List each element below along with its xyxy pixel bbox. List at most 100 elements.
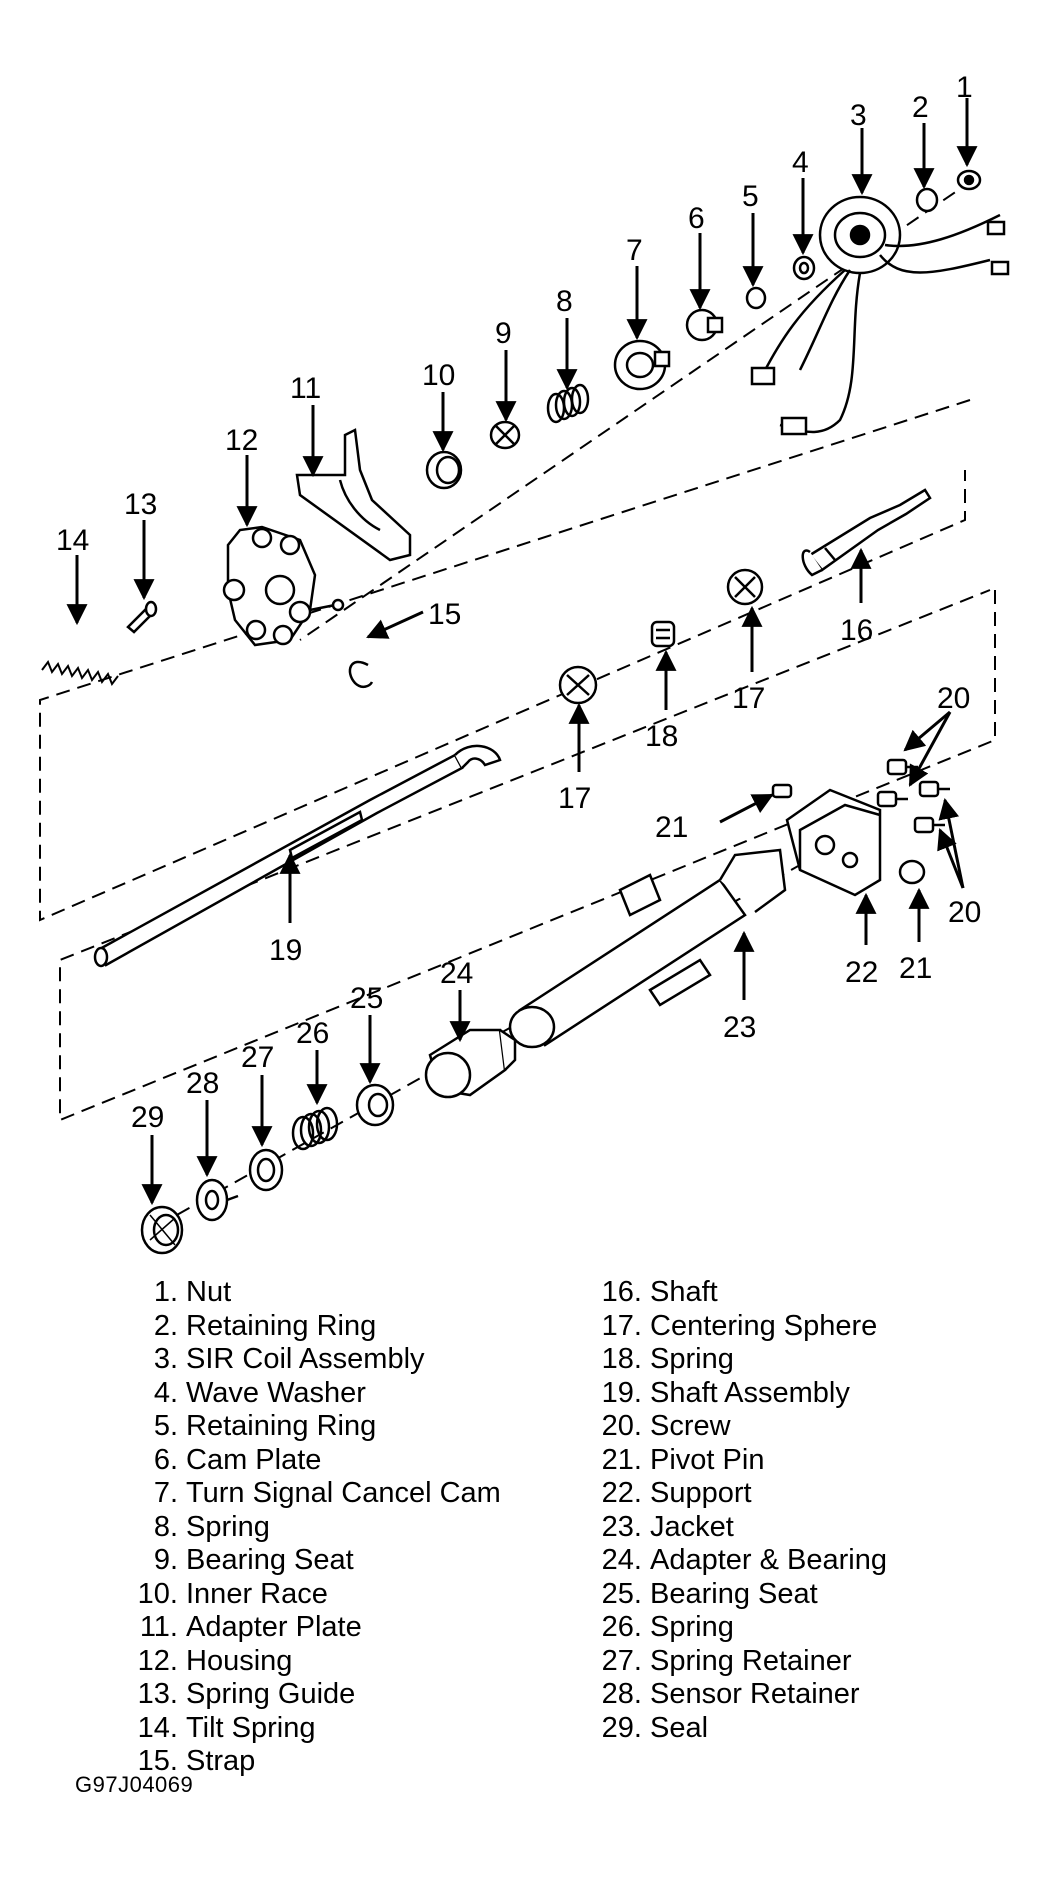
legend-item: 19.Shaft Assembly xyxy=(590,1377,887,1411)
centering-sphere-upper-part xyxy=(726,568,764,606)
legend-item: 13.Spring Guide xyxy=(126,1678,501,1712)
callout-20-lower: 20 xyxy=(948,896,981,929)
legend-item-number: 11. xyxy=(139,1611,178,1643)
cancel-cam-part xyxy=(613,339,671,391)
legend-item-number: 21. xyxy=(601,1443,642,1476)
legend-item: 6.Cam Plate xyxy=(126,1444,501,1478)
legend-item-number: 26. xyxy=(601,1611,642,1643)
callout-15: 15 xyxy=(428,598,461,631)
legend-item-number: 19. xyxy=(601,1376,642,1409)
adapter-plate-part xyxy=(295,428,412,562)
centering-sphere-lower-part xyxy=(558,665,598,705)
legend-item: 23.Jacket xyxy=(590,1511,887,1545)
shaft-assembly-part xyxy=(93,744,502,968)
legend-item: 3.SIR Coil Assembly xyxy=(126,1343,501,1377)
legend-item-name: Pivot Pin xyxy=(650,1443,765,1476)
legend-item-number: 25. xyxy=(601,1577,642,1610)
legend-item-name: Turn Signal Cancel Cam xyxy=(186,1477,501,1509)
legend-item: 14.Tilt Spring xyxy=(126,1712,501,1746)
callout-2: 2 xyxy=(912,91,929,124)
legend-item-name: Wave Washer xyxy=(186,1376,366,1409)
legend-item-number: 16. xyxy=(601,1276,642,1308)
legend-item-name: Spring xyxy=(650,1343,734,1375)
legend-item-number: 18. xyxy=(601,1343,642,1375)
legend-item-number: 22. xyxy=(601,1477,642,1509)
callout-17-upper: 17 xyxy=(732,682,765,715)
adapter-bearing-part xyxy=(424,1028,517,1099)
legend-item: 10.Inner Race xyxy=(126,1578,501,1612)
callout-16: 16 xyxy=(840,614,873,647)
callout-1: 1 xyxy=(956,71,973,104)
sir-coil-part xyxy=(750,195,1010,436)
inner-race-part xyxy=(425,450,463,490)
legend-item-number: 29. xyxy=(601,1711,642,1744)
strap-part xyxy=(348,660,374,689)
leader-15 xyxy=(366,610,424,639)
callout-18: 18 xyxy=(645,720,678,753)
screw-d-part xyxy=(913,816,945,834)
pivot-pin-lower-part xyxy=(898,859,926,885)
legend-item-name: Adapter & Bearing xyxy=(650,1544,887,1576)
legend-item-name: Jacket xyxy=(650,1510,734,1543)
legend-item: 26.Spring xyxy=(590,1611,887,1645)
legend-item-number: 24. xyxy=(601,1544,642,1576)
legend-item: 18.Spring xyxy=(590,1343,887,1377)
legend-item: 12.Housing xyxy=(126,1645,501,1679)
legend-item-number: 17. xyxy=(601,1309,642,1342)
legend-item-number: 5. xyxy=(153,1410,178,1442)
callout-11: 11 xyxy=(290,372,321,405)
legend-item-name: Strap xyxy=(186,1745,256,1777)
wave-washer-part xyxy=(792,255,816,281)
retaining-ring-2-part xyxy=(915,187,939,213)
seal-part xyxy=(140,1205,184,1255)
spring-guide-part xyxy=(126,600,158,634)
spring-retainer-part xyxy=(248,1148,284,1192)
retaining-ring-5-part xyxy=(745,286,767,310)
legend-item: 15.Strap xyxy=(126,1745,501,1779)
legend-item: 28.Sensor Retainer xyxy=(590,1678,887,1712)
legend-item-name: Retaining Ring xyxy=(186,1309,377,1342)
legend-item-number: 20. xyxy=(601,1410,642,1442)
legend-item-number: 4. xyxy=(153,1376,178,1409)
callout-3: 3 xyxy=(850,99,867,132)
legend-item-name: Spring Retainer xyxy=(650,1644,852,1677)
legend-item-name: Spring Guide xyxy=(186,1678,356,1710)
callout-20-upper: 20 xyxy=(937,682,970,715)
callout-5: 5 xyxy=(742,180,759,213)
legend-item-number: 23. xyxy=(601,1510,642,1543)
legend-item-number: 1. xyxy=(153,1276,178,1308)
legend-item: 22.Support xyxy=(590,1477,887,1511)
legend-item-number: 15. xyxy=(137,1745,178,1777)
legend-item: 25.Bearing Seat xyxy=(590,1578,887,1612)
callout-22: 22 xyxy=(845,956,878,989)
legend-item-name: SIR Coil Assembly xyxy=(186,1343,425,1375)
callout-10: 10 xyxy=(422,359,455,392)
legend-item: 27.Spring Retainer xyxy=(590,1645,887,1679)
legend-item-number: 12. xyxy=(137,1644,178,1677)
callout-29: 29 xyxy=(131,1101,164,1134)
legend-item-number: 28. xyxy=(601,1678,642,1710)
housing-part xyxy=(222,525,345,647)
legend-item: 1.Nut xyxy=(126,1276,501,1310)
callout-13: 13 xyxy=(124,488,157,521)
legend-item-number: 10. xyxy=(137,1577,178,1610)
callout-19: 19 xyxy=(269,934,302,967)
callout-25: 25 xyxy=(350,982,383,1015)
cam-plate-part xyxy=(685,308,724,342)
callout-labels: 1 2 3 4 5 6 7 8 9 10 11 12 13 14 15 16 1… xyxy=(56,71,981,1134)
spring-26-part xyxy=(291,1106,339,1151)
sensor-retainer-part xyxy=(195,1178,239,1222)
legend-item-name: Cam Plate xyxy=(186,1443,322,1476)
legend-item-name: Nut xyxy=(186,1276,232,1308)
callout-24: 24 xyxy=(440,957,473,990)
legend-item: 7.Turn Signal Cancel Cam xyxy=(126,1477,501,1511)
center-axes xyxy=(39,179,996,1231)
callout-4: 4 xyxy=(792,146,809,179)
callout-26: 26 xyxy=(296,1017,329,1050)
legend-item-name: Screw xyxy=(650,1410,731,1442)
legend-item: 4.Wave Washer xyxy=(126,1377,501,1411)
legend-item-name: Spring xyxy=(186,1510,270,1543)
legend-item: 20.Screw xyxy=(590,1410,887,1444)
legend-item-number: 3. xyxy=(153,1343,178,1375)
